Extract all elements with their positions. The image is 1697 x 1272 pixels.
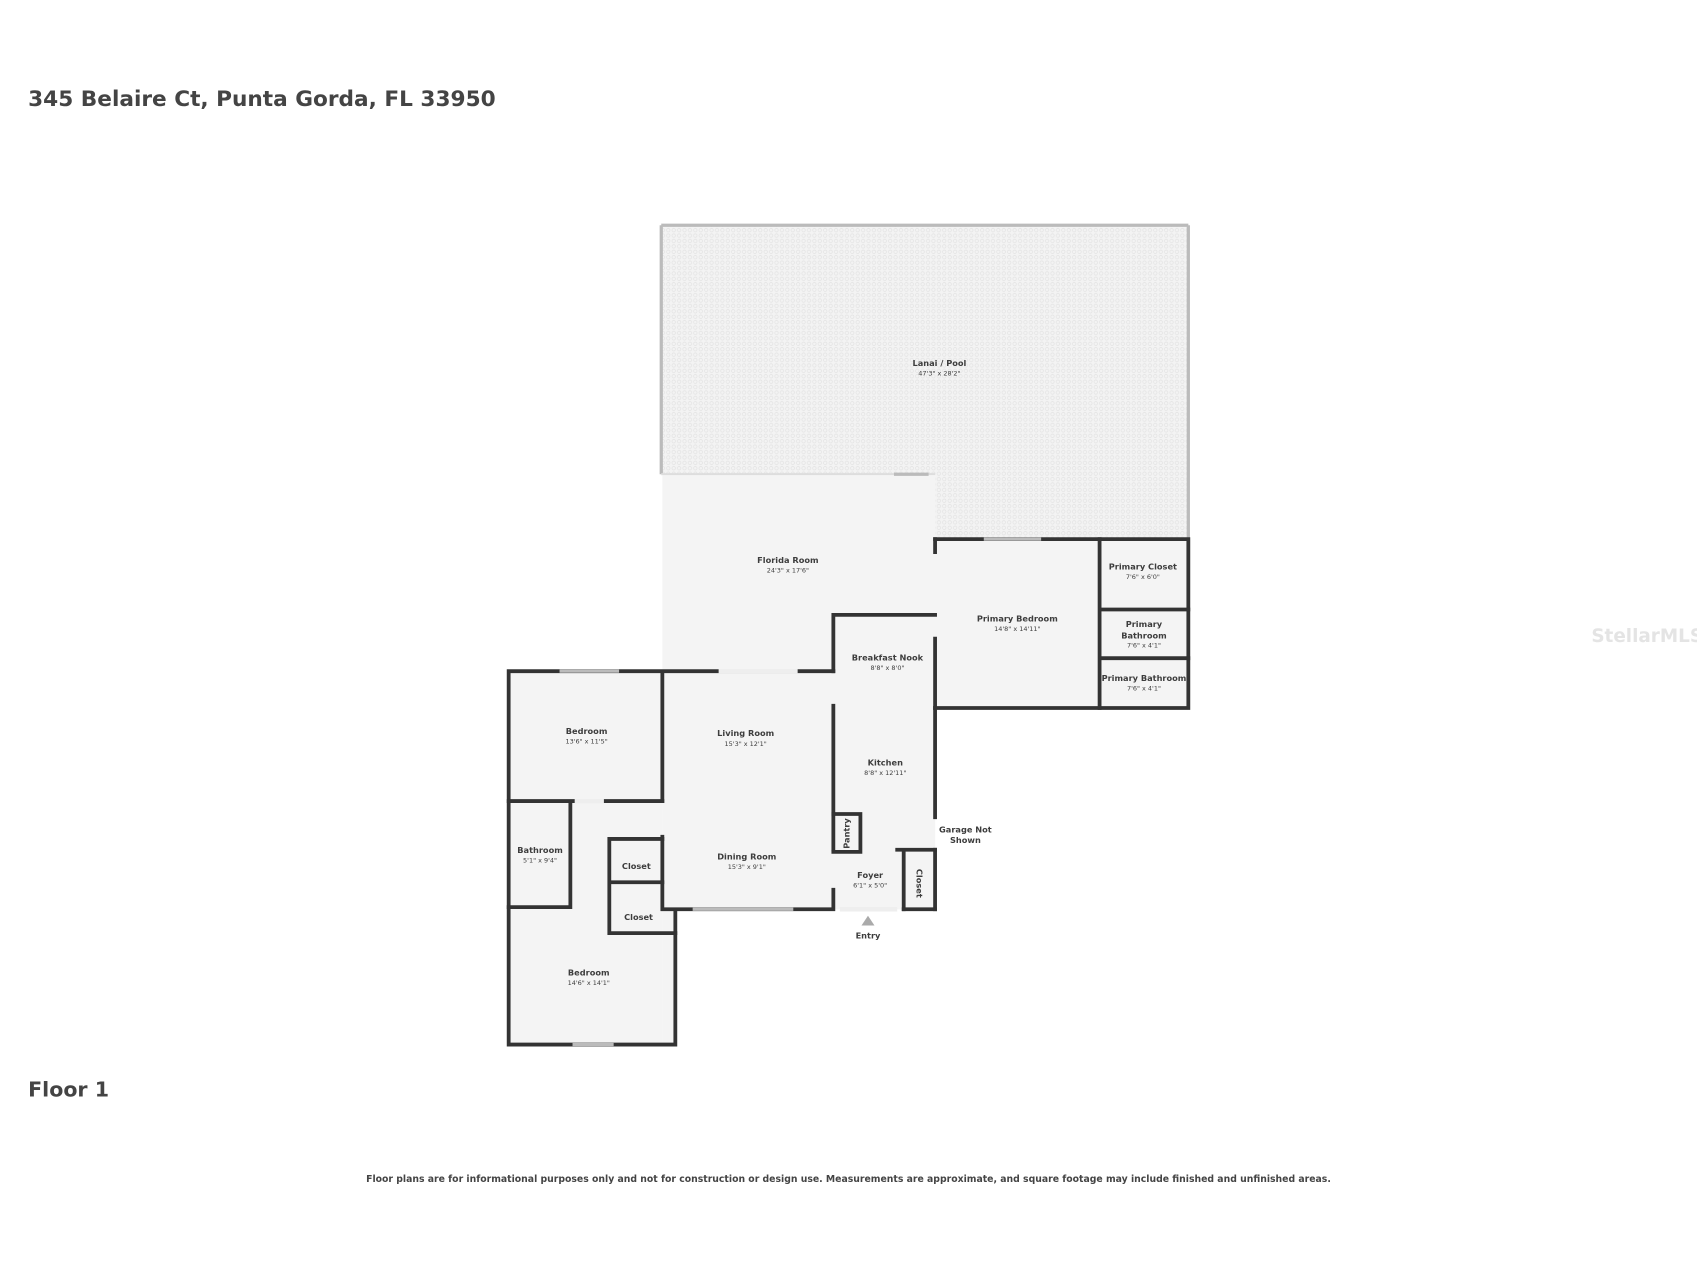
garage-note: Garage Not Shown: [939, 824, 992, 845]
room-name: Breakfast Nook: [852, 652, 924, 662]
garage-label: Shown: [950, 835, 981, 845]
room-dimensions: 15'3" x 9'1": [728, 863, 766, 871]
room-closet: Closet: [624, 912, 653, 922]
garage-label: Garage Not: [939, 824, 992, 834]
disclaimer: Floor plans are for informational purpos…: [366, 1174, 1331, 1185]
room-dimensions: 24'3" x 17'6": [767, 567, 809, 575]
room-bedroom-2: Bedroom 14'6" x 14'1": [568, 967, 610, 987]
room-florida-room: Florida Room 24'3" x 17'6": [757, 555, 818, 575]
room-primary-closet: Primary Closet 7'6" x 6'0": [1109, 561, 1177, 581]
room-primary-bathroom-2: Primary Bathroom 7'6" x 4'1": [1102, 673, 1187, 693]
room-name: Primary Closet: [1109, 561, 1177, 571]
room-name: Florida Room: [757, 555, 818, 565]
room-dimensions: 7'6" x 6'0": [1126, 573, 1160, 581]
room-breakfast-nook: Breakfast Nook 8'8" x 8'0": [852, 652, 924, 672]
room-foyer: Foyer 6'1" x 5'0": [853, 870, 887, 890]
room-pantry: Pantry: [842, 818, 852, 849]
room-name: Bedroom: [566, 726, 608, 736]
room-name: Living Room: [717, 728, 774, 738]
entry-arrow-icon: [861, 915, 875, 926]
room-bathroom: Bathroom 5'1" x 9'4": [517, 845, 563, 865]
room-dimensions: 7'6" x 4'1": [1127, 685, 1161, 693]
room-dimensions: 7'6" x 4'1": [1127, 641, 1161, 649]
room-dimensions: 6'1" x 5'0": [853, 882, 887, 890]
room-dining-room: Dining Room 15'3" x 9'1": [717, 851, 776, 871]
room-primary-bedroom: Primary Bedroom 14'8" x 14'11": [977, 613, 1058, 633]
room-name: Dining Room: [717, 851, 776, 861]
room-name: Bathroom: [517, 845, 563, 855]
room-name: Primary Bedroom: [977, 613, 1058, 623]
room-dimensions: 47'3" x 28'2": [918, 370, 960, 378]
room-name: Foyer: [857, 870, 884, 880]
room-dimensions: 14'6" x 14'1": [568, 979, 610, 987]
room-name: Bathroom: [1121, 631, 1167, 641]
room-name: Primary Bathroom: [1102, 673, 1187, 683]
address-title: 345 Belaire Ct, Punta Gorda, FL 33950: [28, 87, 496, 112]
watermark: StellarMLS: [1591, 626, 1697, 647]
room-bedroom: Bedroom 13'6" x 11'5": [565, 726, 607, 746]
room-dimensions: 15'3" x 12'1": [725, 740, 767, 748]
room-foyer-closet: Closet: [915, 869, 925, 898]
room-name: Bedroom: [568, 967, 610, 977]
room-dimensions: 13'6" x 11'5": [565, 738, 607, 746]
room-primary-bathroom: Primary Bathroom 7'6" x 4'1": [1121, 619, 1167, 650]
room-lanai-pool: Lanai / Pool 47'3" x 28'2": [659, 223, 1190, 540]
room-name: Kitchen: [868, 757, 903, 767]
room-dimensions: 8'8" x 12'11": [864, 769, 906, 777]
room-closet: Closet: [622, 861, 651, 871]
entry-label: Entry: [856, 930, 881, 940]
room-living-room: Living Room 15'3" x 12'1": [717, 728, 774, 748]
room-dimensions: 14'8" x 14'11": [994, 625, 1040, 633]
room-name: Lanai / Pool: [912, 358, 966, 368]
room-dimensions: 8'8" x 8'0": [870, 664, 904, 672]
walls: [506, 472, 1191, 1047]
floor-label: Floor 1: [28, 1078, 109, 1102]
room-kitchen: Kitchen 8'8" x 12'11": [864, 757, 906, 777]
room-dimensions: 5'1" x 9'4": [523, 857, 557, 865]
room-name: Primary: [1126, 619, 1163, 629]
